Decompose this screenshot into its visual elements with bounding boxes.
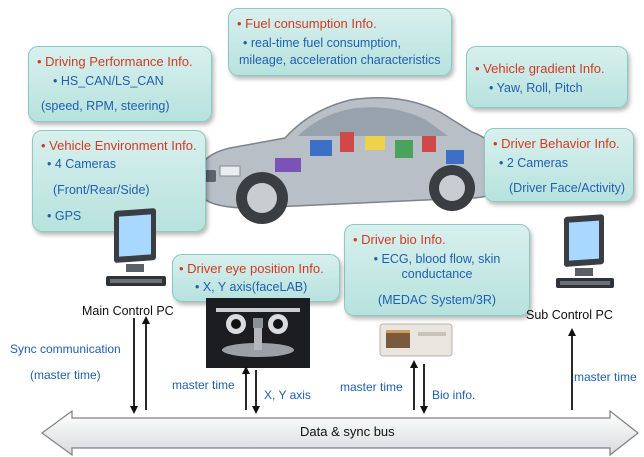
vehicle-gradient-line-1: • Yaw, Roll, Pitch xyxy=(489,81,583,95)
data-sync-bus-label: Data & sync bus xyxy=(300,424,395,439)
vehicle-environment-line-2: (Front/Rear/Side) xyxy=(53,183,150,197)
driver-eye-box: • Driver eye position Info. • X, Y axis(… xyxy=(172,254,340,302)
driver-bio-box: • Driver bio Info. • ECG, blood flow, sk… xyxy=(344,224,530,316)
driving-performance-box: • Driving Performance Info. • HS_CAN/LS_… xyxy=(28,46,212,122)
driver-eye-line-1: • X, Y axis(faceLAB) xyxy=(195,280,308,294)
driver-behavior-title: • Driver Behavior Info. xyxy=(493,136,620,151)
vehicle-environment-title: • Vehicle Environment Info. xyxy=(41,138,197,153)
data-sync-bus-arrow xyxy=(40,409,639,457)
driver-bio-line-1: • ECG, blood flow, skin xyxy=(373,252,501,266)
main-control-pc-icon xyxy=(106,208,166,286)
driving-performance-line-2: (speed, RPM, steering) xyxy=(41,99,170,113)
fuel-consumption-box: • Fuel consumption Info. • real-time fue… xyxy=(228,8,452,76)
driver-behavior-line-2: (Driver Face/Activity) xyxy=(509,181,625,195)
driving-performance-line-1: • HS_CAN/LS_CAN xyxy=(53,74,164,88)
xy-axis-label: X, Y axis xyxy=(264,388,311,402)
fuel-consumption-line-2: mileage, acceleration characteristics xyxy=(239,53,441,67)
driver-bio-title: • Driver bio Info. xyxy=(353,232,446,247)
sync-communication-label: Sync communication xyxy=(10,342,121,356)
vehicle-gradient-box: • Vehicle gradient Info. • Yaw, Roll, Pi… xyxy=(466,46,628,108)
vehicle-environment-line-1: • 4 Cameras xyxy=(47,157,116,171)
bio-info-label: Bio info. xyxy=(432,388,476,402)
sync-communication-sublabel: (master time) xyxy=(30,368,101,382)
driving-performance-title: • Driving Performance Info. xyxy=(37,54,193,69)
sub-control-pc-label: Sub Control PC xyxy=(526,308,613,322)
fuel-consumption-line-1: • real-time fuel consumption, xyxy=(243,36,401,50)
fuel-consumption-title: • Fuel consumption Info. xyxy=(237,16,377,31)
driver-behavior-line-1: • 2 Cameras xyxy=(499,156,568,170)
medac-device-photo xyxy=(379,323,453,357)
facelab-device-photo xyxy=(206,298,310,368)
vehicle-environment-line-3: • GPS xyxy=(47,209,82,223)
car-illustration xyxy=(197,96,505,224)
sub-master-time-label: master time xyxy=(574,370,637,384)
vehicle-gradient-title: • Vehicle gradient Info. xyxy=(475,61,605,76)
driver-eye-title: • Driver eye position Info. xyxy=(179,261,324,276)
driver-bio-line-2: conductance xyxy=(401,267,473,281)
eye-master-time-label: master time xyxy=(172,378,235,392)
driver-bio-line-3: (MEDAC System/3R) xyxy=(377,293,497,307)
bio-master-time-label: master time xyxy=(340,380,403,394)
driver-behavior-box: • Driver Behavior Info. • 2 Cameras (Dri… xyxy=(484,128,634,202)
main-control-pc-label: Main Control PC xyxy=(82,304,174,318)
sub-control-pc-icon xyxy=(556,214,614,288)
